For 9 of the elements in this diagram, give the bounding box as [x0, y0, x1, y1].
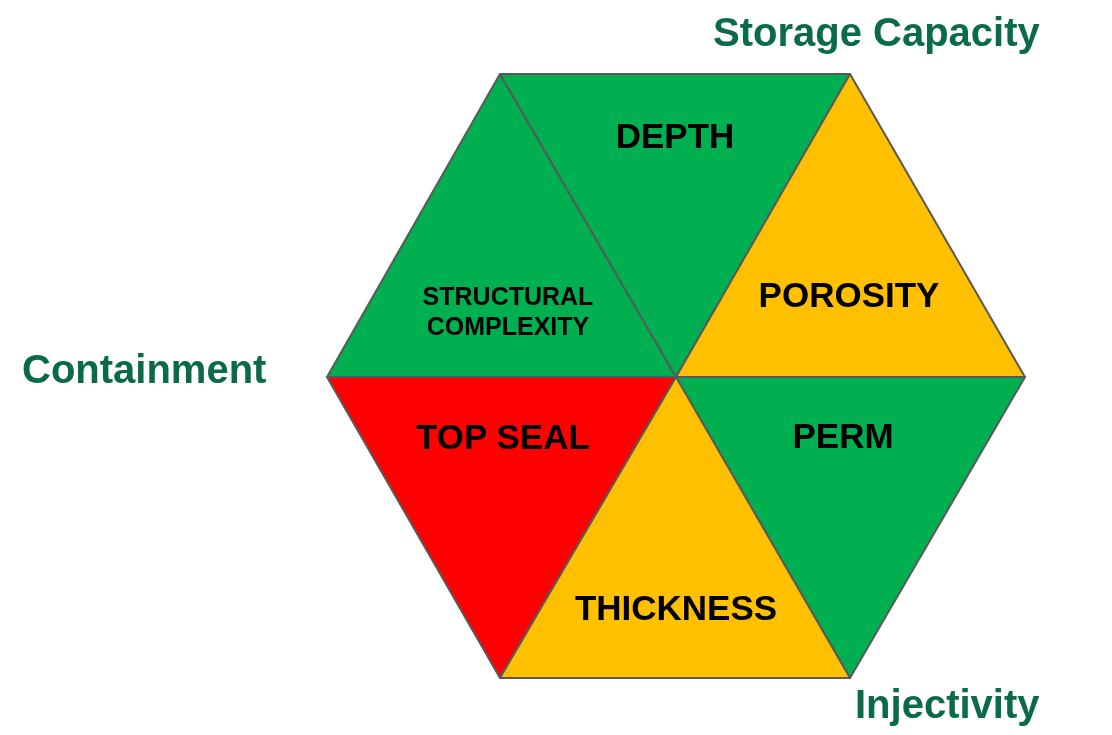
axis-label: Containment [22, 347, 267, 392]
segment-label: DEPTH [615, 115, 735, 157]
axis-label: Storage Capacity [713, 10, 1040, 55]
axis-label: Injectivity [855, 682, 1040, 727]
segment-label: THICKNESS [574, 587, 778, 629]
segment-label: POROSITY [758, 274, 940, 316]
segment-label: TOP SEAL [416, 416, 590, 458]
segment-label: PERM [792, 415, 894, 457]
segment-label: STRUCTURAL COMPLEXITY [421, 281, 595, 341]
